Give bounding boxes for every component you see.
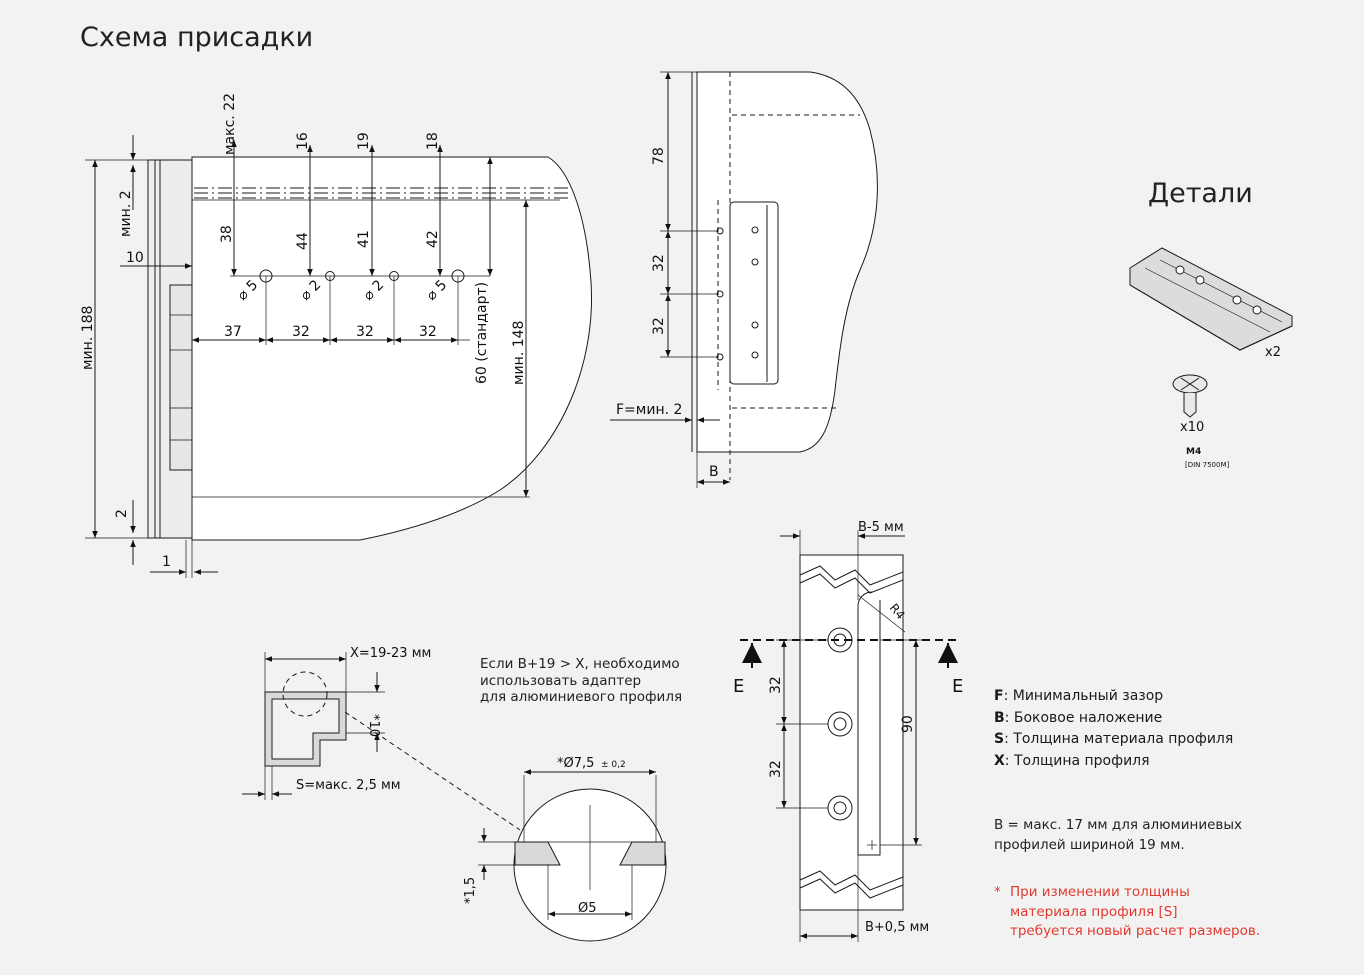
dim-32b: 32 [651,317,667,335]
aluminium-note: B = макс. 17 мм для алюминиевых профилей… [994,816,1242,855]
dim-10: 10 [126,250,144,266]
dim-32b: 32 [768,760,784,778]
section-label-right: E [952,676,963,697]
section-label-left: E [733,676,744,697]
note-line: B = макс. 17 мм для алюминиевых [994,817,1243,833]
dim-78: 78 [651,147,667,165]
dim-tolerance: ± 0,2 [601,760,626,770]
note-line: профилей шириной 19 мм. [994,836,1185,853]
screw-quantity: x10 [1180,420,1204,435]
section-profile [799,554,904,911]
warning-star: * [994,884,1001,900]
dim-max22: макс. 22 [222,93,238,155]
dim-32b: 32 [356,324,374,340]
details-title: Детали [1148,178,1253,209]
dim-16: 16 [295,132,311,150]
dim-37: 37 [224,324,242,340]
adapter-note-line: использовать адаптер [480,672,642,689]
dim-b05: B+0,5 мм [865,920,929,935]
side-panel [696,71,878,453]
dim-38: 38 [219,225,235,243]
dim-1: 1 [162,554,171,570]
dim-19: 19 [356,132,372,150]
dim-b5: B-5 мм [858,520,904,535]
warning-note: * При изменении толщины материала профиля… [994,883,1260,942]
legend: F: Минимальный зазор B: Боковое наложени… [994,686,1233,772]
profile-detail: X=19-23 мм *10 S=макс. 2,5 мм [242,646,521,831]
dim-32c: 32 [419,324,437,340]
dim-44: 44 [295,232,311,250]
warning-line: требуется новый расчет размеров. [1010,923,1261,939]
dim-dia75: *Ø7,5 [557,756,594,771]
dim-90: 90 [900,715,916,733]
dim-star10: *10 [366,714,381,737]
mounting-plate-illustration [1129,247,1293,351]
hinge-bracket-side [729,201,779,385]
legend-item-s: S: Толщина материала профиля [994,731,1234,747]
dim-42: 42 [425,230,441,248]
dim-2: 2 [114,509,130,518]
side-view: 78 32 32 F=мин. 2 B [610,71,878,488]
page-title: Схема присадки [80,22,314,53]
adapter-note-line: для алюминиевого профиля [480,689,683,705]
dim-min188: мин. 188 [80,306,96,370]
adapter-note-line: Если B+19 > X, необходимо [480,656,680,672]
warning-line: материала профиля [S] [1010,903,1178,920]
dim-60-standard: 60 (стандарт) [474,282,490,384]
dim-32a: 32 [768,676,784,694]
door-panel [191,156,593,541]
dim-fmin: F=мин. 2 [616,402,682,418]
parts: x2 x10 M4 [DIN 7500M] [1129,247,1293,469]
dim-dia5: Ø5 [578,901,597,916]
dim-18: 18 [425,132,441,150]
dim-min148: мин. 148 [511,321,527,385]
dim-32a: 32 [651,254,667,272]
front-view: макс. 22 16 19 18 38 44 41 42 мин. 2 10 … [80,93,593,578]
legend-item-f: F: Минимальный зазор [994,688,1164,704]
screw-standard: [DIN 7500M] [1185,461,1230,469]
screw-type: M4 [1186,447,1201,457]
adapter-note: Если B+19 > X, необходимо использовать а… [480,656,682,706]
legend-item-b: B: Боковое наложение [994,709,1163,726]
legend-item-x: X: Толщина профиля [994,752,1150,769]
dim-x: X=19-23 мм [350,646,431,661]
plate-quantity: x2 [1265,345,1281,360]
dim-min2: мин. 2 [118,190,134,237]
section-view: E E 32 32 90 B-5 мм R4 B+0,5 мм [733,520,963,942]
dim-b: B [709,464,719,480]
screw-illustration [1172,374,1208,418]
warning-line: При изменении толщины [1010,884,1190,900]
dim-41: 41 [356,230,372,248]
dim-depth: *1,5 [463,877,478,904]
countersink-detail: *Ø7,5 ± 0,2 Ø5 *1,5 [463,756,667,942]
dim-32a: 32 [292,324,310,340]
dim-s: S=макс. 2,5 мм [296,778,401,793]
